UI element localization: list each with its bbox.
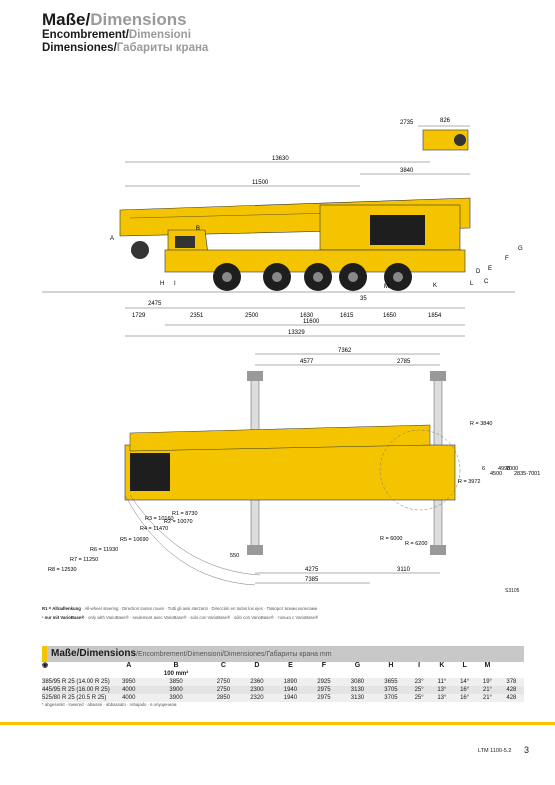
dim-11500: 11500 <box>252 180 269 186</box>
subtitle-fr-it: Encombrement/Dimensioni <box>42 29 191 41</box>
radius-r8: R8 = 12530 <box>48 567 77 573</box>
drawing-notes: R1 = Allradlenkung · All-wheel steering … <box>42 604 512 622</box>
col-M: M <box>484 662 491 669</box>
dim-3110: 3110 <box>397 567 411 573</box>
col-D: D <box>254 662 260 669</box>
dim-right-7000: 7000 <box>506 466 518 472</box>
tire-icon: ◉ <box>42 662 49 669</box>
crane-side-view-drawing: 2735 826 13630 3840 11500 A G F E D L C … <box>42 118 523 337</box>
dim-35: 35 <box>360 296 367 302</box>
table-footnote: * abgesenkt · lowered · abaissé · abbass… <box>42 702 177 707</box>
letter-C: C <box>484 279 489 285</box>
page-number: 3 <box>524 745 530 755</box>
col-E: E <box>288 662 293 669</box>
dim-right-4998: 4998 <box>498 466 510 472</box>
letter-B: B <box>196 226 200 232</box>
radius-r2: R2 = 10070 <box>164 519 193 525</box>
dim-7362: 7362 <box>338 348 352 354</box>
footer-model: LTM 1100-5.2 <box>478 748 512 754</box>
col-L: L <box>462 662 467 669</box>
note-line-1: R1 = Allradlenkung · All-wheel steering … <box>42 606 317 611</box>
dim-1615: 1615 <box>340 313 354 319</box>
dim-13630: 13630 <box>272 156 289 162</box>
dim-2351: 2351 <box>190 313 204 319</box>
radius-r-3840: R = 3840 <box>470 421 492 427</box>
letter-F: F <box>505 256 509 262</box>
dim-detail-2: 826 <box>440 118 451 124</box>
dim-4577: 4577 <box>300 359 314 365</box>
dimensions-table: ◉ A B C D E F G H I K L M 100 mm² <box>42 662 524 702</box>
letter-M: M <box>384 284 389 290</box>
dim-2785: 2785 <box>397 359 411 365</box>
dim-1630: 1630 <box>300 313 314 319</box>
dim-3840: 3840 <box>400 168 414 174</box>
col-B: B <box>173 662 179 669</box>
radius-r-3972: R = 3972 <box>458 479 480 485</box>
letter-E: E <box>488 266 492 272</box>
yellow-divider <box>0 722 555 725</box>
radius-r-6200: R = 6200 <box>405 541 427 547</box>
col-A: A <box>126 662 132 669</box>
letter-G: G <box>518 246 523 252</box>
letter-D: D <box>476 269 481 275</box>
radius-r6: R6 = 11930 <box>90 547 118 553</box>
dim-4275: 4275 <box>305 567 319 573</box>
dim-right-range: 2835-7001 <box>514 471 540 477</box>
letter-A: A <box>110 236 114 242</box>
dim-7385: 7385 <box>305 577 319 583</box>
radius-r1: R1 = 8730 <box>172 511 198 517</box>
col-H: H <box>388 662 394 669</box>
crane-top-view-drawing: 7362 4577 2785 R1 = 8730 R2 = 10070 R3 =… <box>48 348 540 586</box>
hook-detail: 2735 826 <box>400 118 470 151</box>
table-title: Maße/Dimensions/Encombrement/Dimensioni/… <box>42 646 524 662</box>
page-titles: Maße/Dimensions Encombrement/Dimensioni … <box>42 10 208 55</box>
radius-r-6000: R = 6000 <box>380 536 402 542</box>
drawing-ref-code: S3105 <box>505 588 520 594</box>
dim-detail-1: 2735 <box>400 120 414 126</box>
col-K: K <box>439 662 445 669</box>
dim-11600: 11600 <box>303 319 320 325</box>
col-C: C <box>220 662 226 669</box>
note-line-2: ¹ nur mit VarioBase® · only with VarioBa… <box>42 615 319 620</box>
dimensions-table-block: Maße/Dimensions/Encombrement/Dimensioni/… <box>42 646 524 702</box>
subtitle-es-ru: Dimensiones/Габариты крана <box>42 42 209 54</box>
radius-r3: R3 = 10160 <box>145 516 174 522</box>
radius-r4: R4 = 11470 <box>140 526 168 532</box>
dim-right-4500: 4500 <box>490 471 502 477</box>
dim-13329: 13329 <box>288 330 305 336</box>
radius-r5: R5 = 10690 <box>120 537 149 543</box>
page-title: Maße/Dimensions <box>42 10 187 29</box>
col-G: G <box>354 662 361 669</box>
letter-H: H <box>160 281 164 287</box>
wheels <box>213 263 412 291</box>
dim-1729: 1729 <box>132 313 146 319</box>
dim-1854: 1854 <box>428 313 442 319</box>
subheader-b: 100 mm² <box>163 671 189 677</box>
dim-2500: 2500 <box>245 313 259 319</box>
letter-I: I <box>174 281 176 287</box>
col-F: F <box>321 662 327 669</box>
dim-2475: 2475 <box>148 301 162 307</box>
radius-r7: R7 = 11250 <box>70 557 98 563</box>
dim-1650: 1650 <box>383 313 397 319</box>
dim-550: 550 <box>230 553 239 559</box>
dim-right-6: 6 <box>482 466 485 472</box>
letter-K: K <box>433 283 437 289</box>
letter-L: L <box>470 281 474 287</box>
col-I: I <box>418 662 421 669</box>
